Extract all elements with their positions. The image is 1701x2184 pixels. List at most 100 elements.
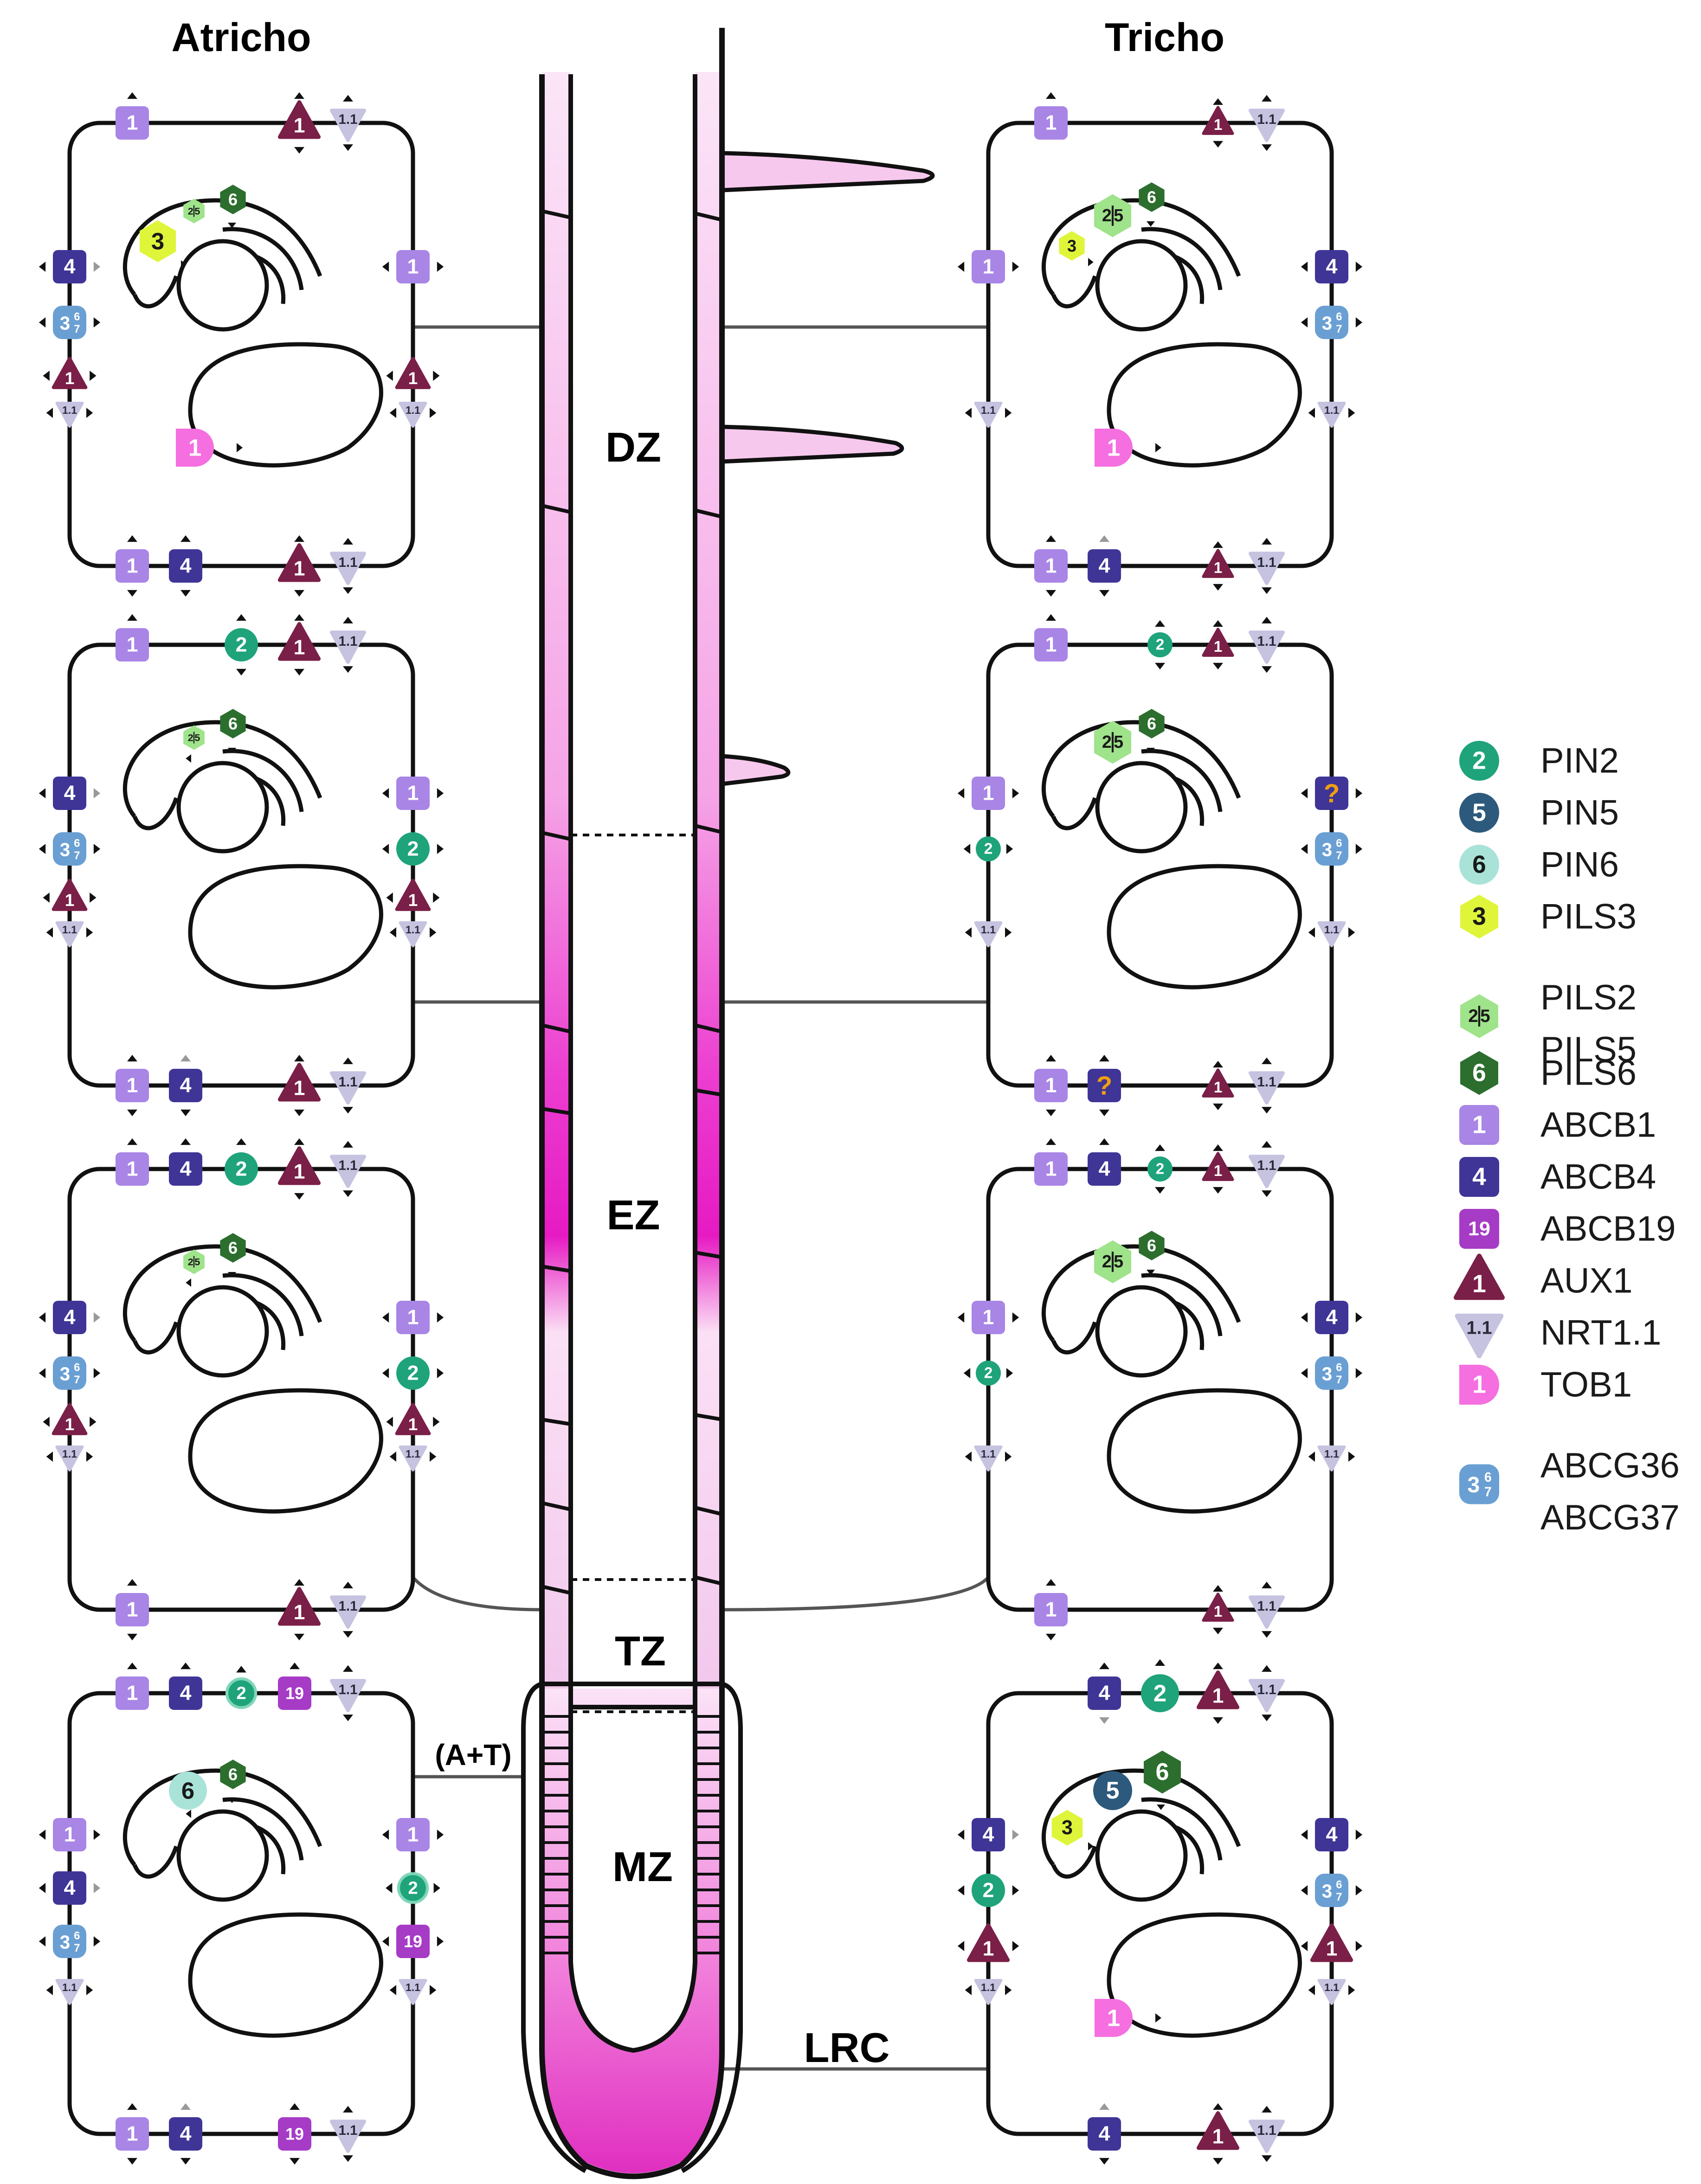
svg-text:1: 1	[1045, 1599, 1057, 1621]
svg-text:3: 3	[1322, 312, 1332, 334]
svg-text:1: 1	[127, 634, 138, 656]
vacuole	[1107, 1912, 1302, 2038]
nrt11-marker: 1.1	[1317, 1979, 1346, 2005]
svg-text:4: 4	[64, 1877, 76, 1900]
abcb4-marker: 4	[1459, 1157, 1499, 1197]
cell-wall	[695, 824, 722, 834]
transport-arrow	[430, 927, 437, 938]
svg-text:5: 5	[1114, 732, 1123, 752]
transport-arrow	[127, 1633, 137, 1641]
transport-arrow	[127, 1054, 137, 1062]
nrt11-marker: 1.1	[1248, 1155, 1285, 1188]
svg-text:2: 2	[1468, 1006, 1478, 1026]
pin5-marker: 5	[1093, 1771, 1132, 1810]
nrt11-marker: 1.1	[974, 1979, 1003, 2005]
transport-arrow	[343, 666, 353, 673]
svg-text:2: 2	[188, 1256, 193, 1268]
transport-arrow	[1262, 144, 1272, 151]
abcb1-marker: 1	[1459, 1105, 1499, 1145]
er-membrane	[132, 275, 179, 308]
abcb1-marker: 1	[1034, 1069, 1068, 1102]
svg-text:4: 4	[1099, 2123, 1110, 2145]
transport-arrow	[228, 1798, 236, 1803]
transport-arrow	[386, 1883, 393, 1893]
svg-text:3: 3	[1468, 1472, 1480, 1497]
svg-text:3: 3	[1062, 1817, 1073, 1839]
transport-arrow	[180, 1109, 191, 1117]
svg-text:2: 2	[407, 838, 419, 861]
cell-wall	[986, 642, 1334, 1088]
aux1-marker: 1	[395, 879, 431, 911]
svg-text:1.1: 1.1	[1257, 1682, 1276, 1697]
pils3-marker: 3	[1460, 894, 1498, 939]
pin2-marker: 2	[225, 628, 258, 662]
cell-wall	[695, 1088, 722, 1097]
svg-text:1: 1	[1214, 638, 1223, 655]
transport-arrow	[343, 1107, 353, 1114]
tob1-marker: 1	[1459, 1365, 1499, 1405]
svg-text:4: 4	[1472, 1163, 1486, 1191]
transport-arrow	[46, 1985, 53, 1995]
transport-arrow	[127, 590, 137, 597]
transport-arrow	[1355, 262, 1363, 272]
svg-text:1.1: 1.1	[339, 555, 358, 570]
transport-arrow	[1308, 927, 1315, 938]
svg-text:1.1: 1.1	[1257, 1599, 1276, 1614]
cell-wall	[541, 1418, 571, 1426]
transport-arrow	[437, 844, 444, 854]
transport-arrow	[1046, 1054, 1056, 1062]
legend-label: PIN2	[1540, 741, 1619, 781]
transport-arrow	[1006, 1368, 1013, 1378]
pin2-marker: 2	[225, 1677, 258, 1709]
pin2-marker: 2	[1141, 1674, 1179, 1712]
transport-arrow	[1213, 1627, 1223, 1635]
transport-arrow	[1012, 1885, 1019, 1895]
cell-wall	[67, 1691, 415, 2136]
svg-text:1.1: 1.1	[339, 1682, 358, 1697]
abcb1-marker: 1	[116, 1677, 149, 1710]
transport-arrow	[236, 668, 246, 676]
vacuole	[188, 342, 383, 468]
svg-text:?: ?	[1096, 1071, 1112, 1100]
aux1-marker: 1	[1310, 1923, 1353, 1962]
transport-arrow	[86, 927, 93, 938]
transport-arrow	[389, 1452, 396, 1462]
legend-label: ABCB19	[1540, 1209, 1676, 1249]
transport-arrow	[294, 668, 304, 676]
cell-wall	[986, 1167, 1334, 1612]
transport-arrow	[46, 1452, 53, 1462]
svg-text:4: 4	[180, 555, 192, 578]
root-hair	[720, 424, 904, 464]
transport-arrow	[389, 927, 396, 938]
transport-arrow	[1046, 535, 1056, 542]
lateral-root-cap-outline	[521, 1682, 743, 2173]
transport-arrow	[236, 1666, 246, 1673]
transport-arrow	[965, 1452, 972, 1462]
transport-arrow	[181, 260, 187, 269]
svg-text:19: 19	[285, 2125, 304, 2144]
cell-wall	[541, 1023, 571, 1034]
abcb4-marker: 4	[1315, 250, 1348, 283]
transport-arrow	[1308, 408, 1315, 418]
nrt11-marker: 1.1	[974, 402, 1003, 428]
legend-label: AUX1	[1540, 1261, 1633, 1301]
svg-text:7: 7	[1484, 1485, 1492, 1500]
transport-arrow	[1262, 617, 1272, 623]
transport-arrow	[228, 748, 236, 753]
svg-text:2: 2	[188, 206, 193, 217]
abcb1-marker: 1	[396, 1818, 430, 1851]
abcb1-marker: 1	[116, 549, 149, 583]
svg-text:6: 6	[1336, 837, 1342, 849]
svg-text:1: 1	[1212, 2125, 1224, 2148]
pils6-marker: 6	[1139, 709, 1165, 739]
abcb19-marker: 19	[396, 1925, 430, 1958]
